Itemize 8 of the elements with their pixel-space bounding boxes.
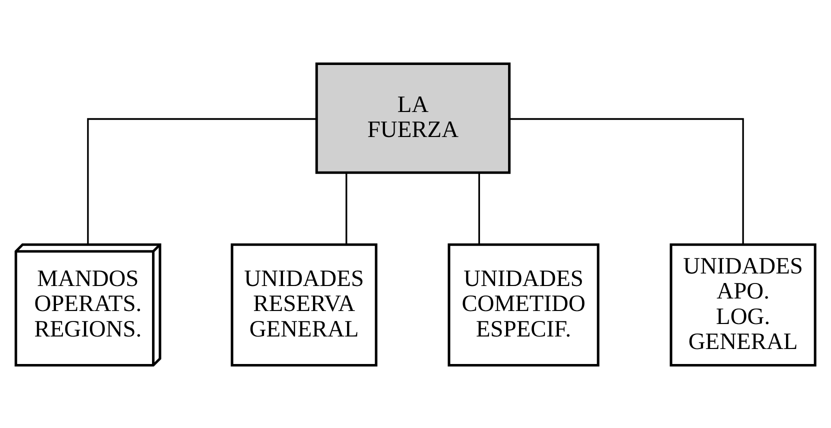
- connector: [478, 172, 480, 244]
- node-box: UNIDADES COMETIDO ESPECIF.: [448, 242, 600, 366]
- node-box: UNIDADES RESERVA GENERAL: [230, 242, 378, 366]
- node-box: UNIDADES APO. LOG. GENERAL: [670, 242, 816, 366]
- connector: [509, 118, 744, 244]
- node-box: LA FUERZA: [315, 62, 511, 174]
- connector: [87, 118, 316, 244]
- connector: [346, 172, 348, 244]
